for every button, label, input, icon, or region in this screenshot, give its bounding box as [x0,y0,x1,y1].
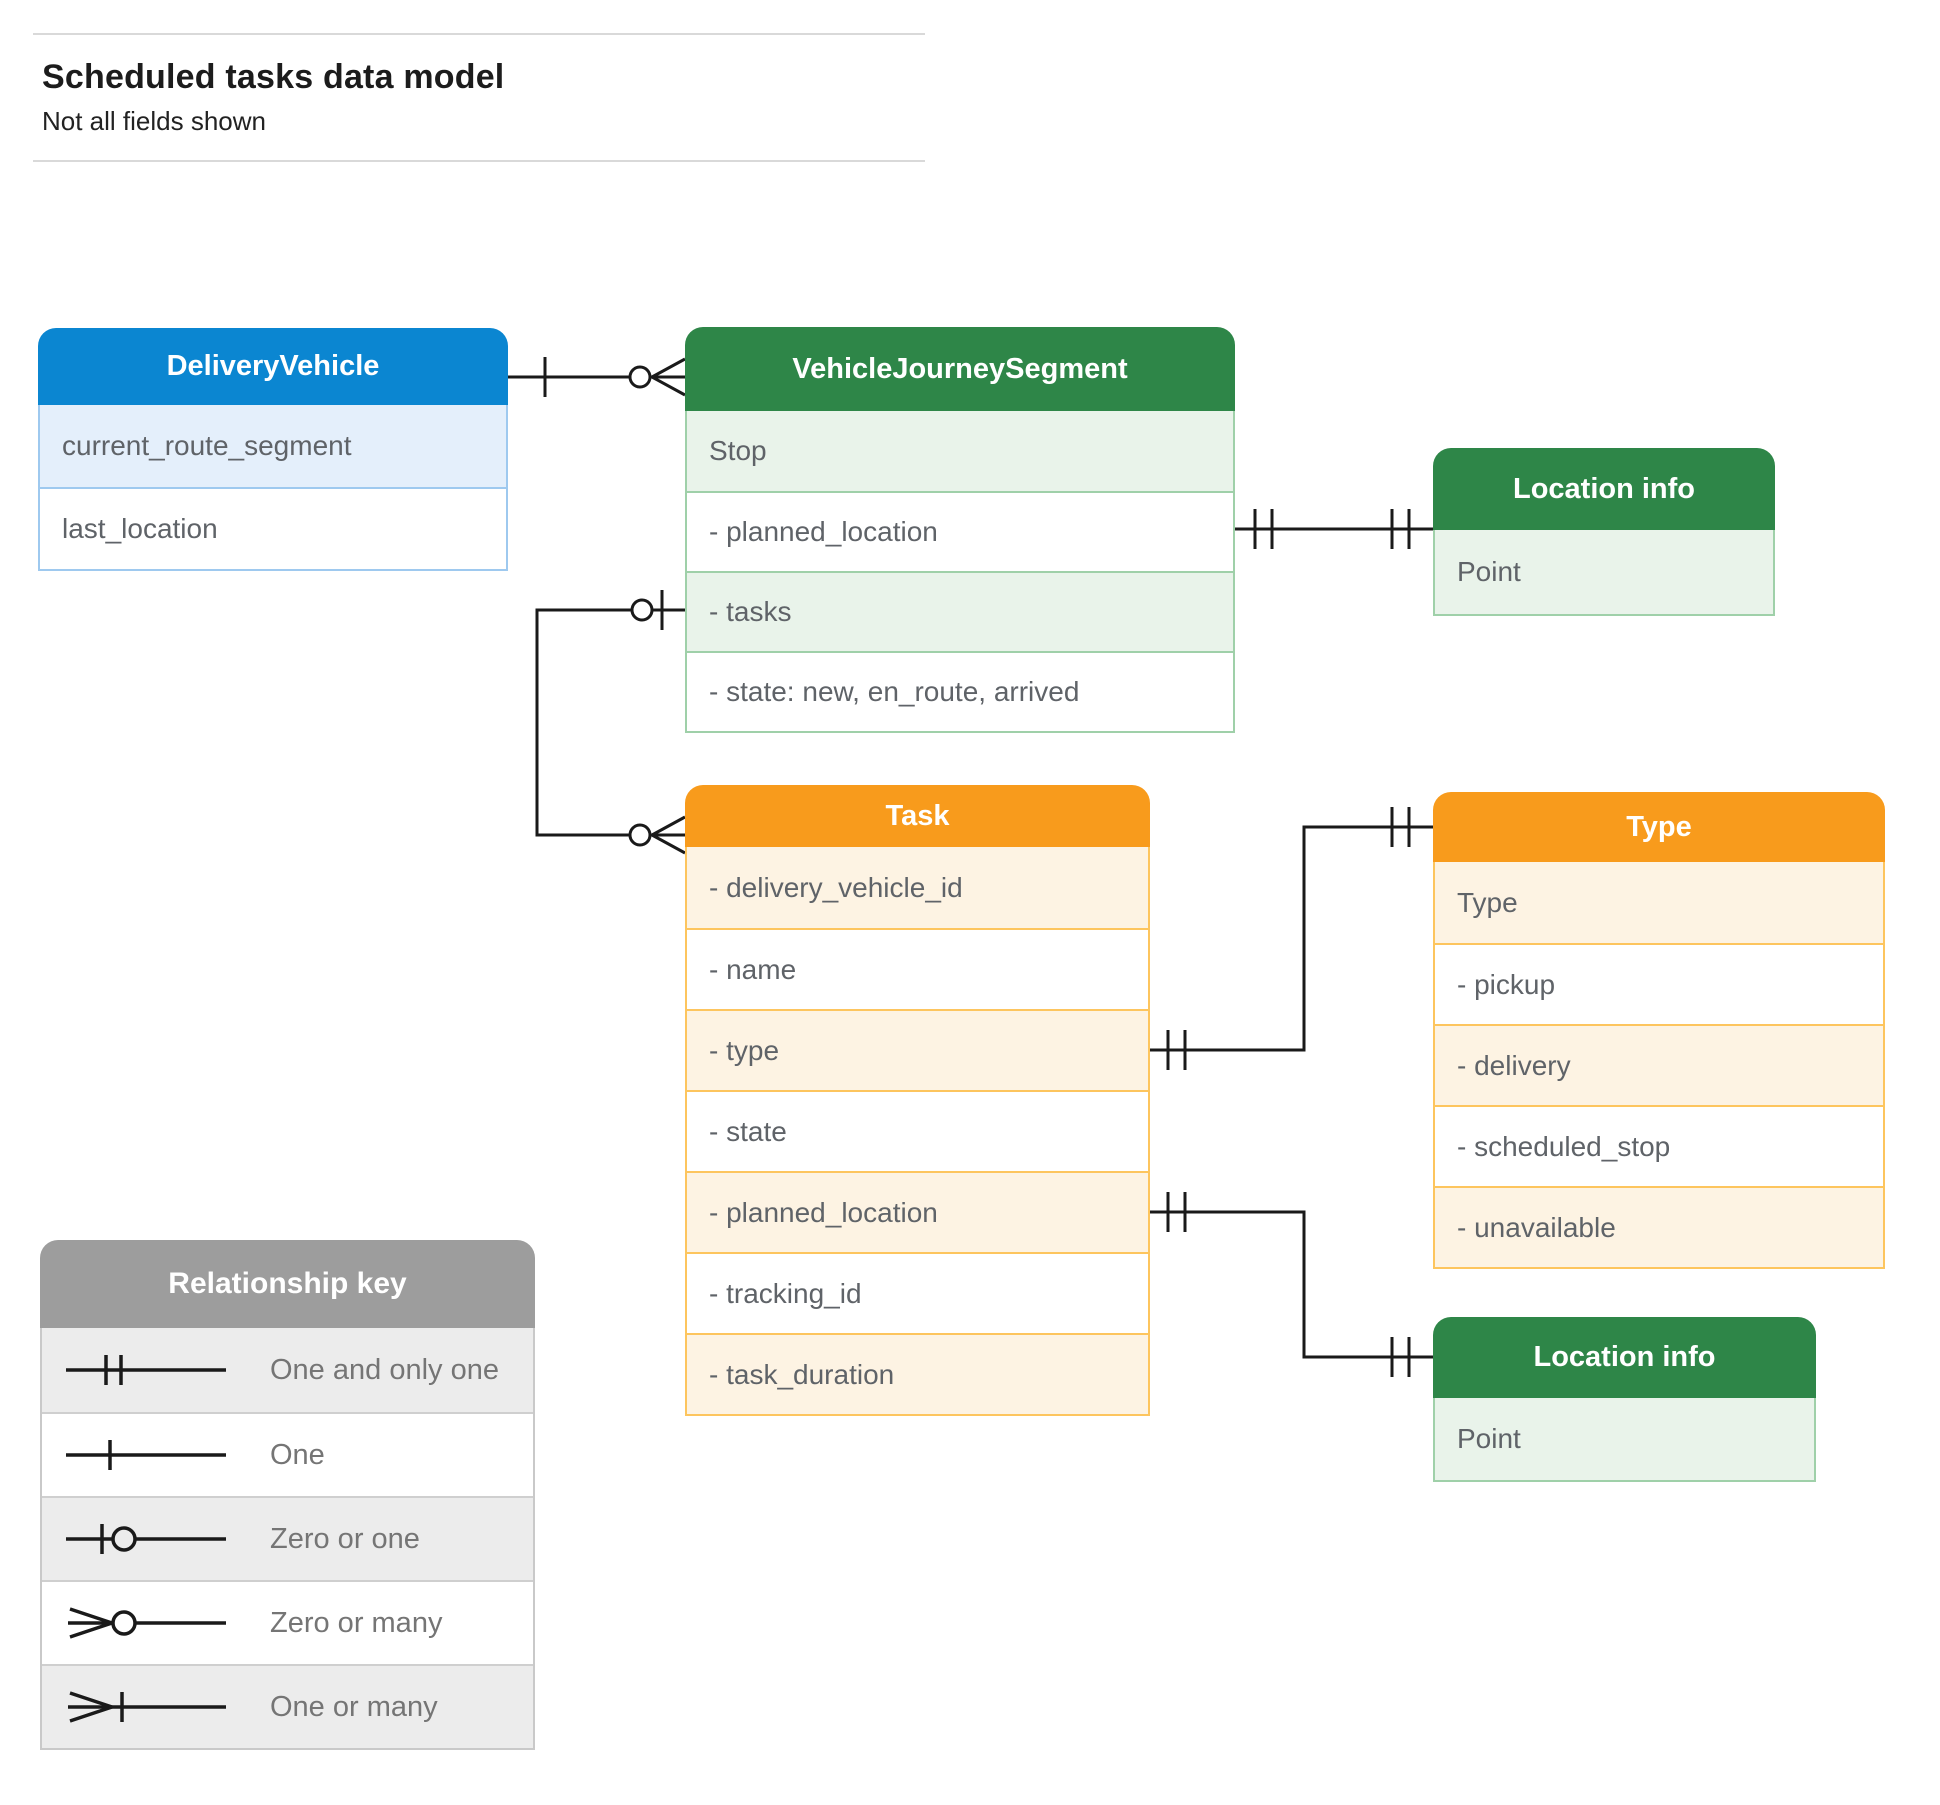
entity-delivery-vehicle: DeliveryVehicle current_route_segment la… [38,328,508,571]
field-current-route-segment: current_route_segment [40,405,506,487]
field-state: - state: new, en_route, arrived [687,651,1233,731]
field-pickup: - pickup [1435,943,1883,1024]
entity-delivery-vehicle-title: DeliveryVehicle [38,328,508,405]
zero-or-many-symbol [68,1607,226,1639]
legend-item-zero-or-many: Zero or many [42,1580,533,1664]
legend-item-zero-or-one: Zero or one [42,1496,533,1580]
one-and-only-one-symbol [66,1355,226,1385]
entity-type: Type Type - pickup - delivery - schedule… [1433,792,1885,1269]
one-symbol [66,1440,226,1470]
entity-vehicle-journey-segment: VehicleJourneySegment Stop - planned_loc… [685,327,1235,733]
legend-item-one: One [42,1412,533,1496]
entity-task-title: Task [685,785,1150,847]
entity-location-info-top-title: Location info [1433,448,1775,530]
entity-location-info-bottom-title: Location info [1433,1317,1816,1398]
field-delivery-vehicle-id: - delivery_vehicle_id [687,847,1148,928]
field-point-bottom: Point [1435,1398,1814,1480]
one-or-many-symbol [68,1691,226,1723]
field-type: - type [687,1009,1148,1090]
zero-circle [632,600,652,620]
field-task-state: - state [687,1090,1148,1171]
legend-item-one-and-only-one: One and only one [42,1328,533,1412]
field-type-label: Type [1435,862,1883,943]
field-stop: Stop [687,411,1233,491]
entity-type-title: Type [1433,792,1885,862]
field-unavailable: - unavailable [1435,1186,1883,1267]
zero-or-one-symbol [66,1524,226,1554]
field-tasks: - tasks [687,571,1233,651]
entity-vehicle-journey-segment-title: VehicleJourneySegment [685,327,1235,411]
entity-location-info-top: Location info Point [1433,448,1775,616]
field-point: Point [1435,530,1773,614]
relation-deliveryvehicle-vehiclejourneysegment [508,357,685,397]
page-title: Scheduled tasks data model [42,58,505,96]
top-divider [33,33,925,35]
legend-label: One or many [270,1690,438,1723]
crow-foot [652,817,685,853]
field-task-planned-location: - planned_location [687,1171,1148,1252]
relation-task-locationinfo [1150,1192,1433,1377]
field-name: - name [687,928,1148,1009]
relation-task-type [1150,807,1433,1070]
field-last-location: last_location [40,487,506,569]
legend-title: Relationship key [40,1240,535,1328]
legend-label: Zero or one [270,1522,420,1555]
relation-vjs-locationinfo [1235,509,1433,549]
field-delivery: - delivery [1435,1024,1883,1105]
field-task-duration: - task_duration [687,1333,1148,1414]
zero-circle [630,825,650,845]
legend-item-one-or-many: One or many [42,1664,533,1748]
zero-circle [630,367,650,387]
field-planned-location: - planned_location [687,491,1233,571]
relationship-key-legend: Relationship key One and only one One Ze… [40,1240,535,1750]
entity-task: Task - delivery_vehicle_id - name - type… [685,785,1150,1416]
crow-foot [652,359,685,395]
legend-label: Zero or many [270,1606,443,1639]
entity-location-info-bottom: Location info Point [1433,1317,1816,1482]
field-scheduled-stop: - scheduled_stop [1435,1105,1883,1186]
page-subtitle: Not all fields shown [42,106,266,136]
relation-vjs-tasks-task [537,590,685,853]
legend-label: One and only one [270,1353,499,1386]
header-divider [33,160,925,162]
field-tracking-id: - tracking_id [687,1252,1148,1333]
legend-label: One [270,1438,325,1471]
